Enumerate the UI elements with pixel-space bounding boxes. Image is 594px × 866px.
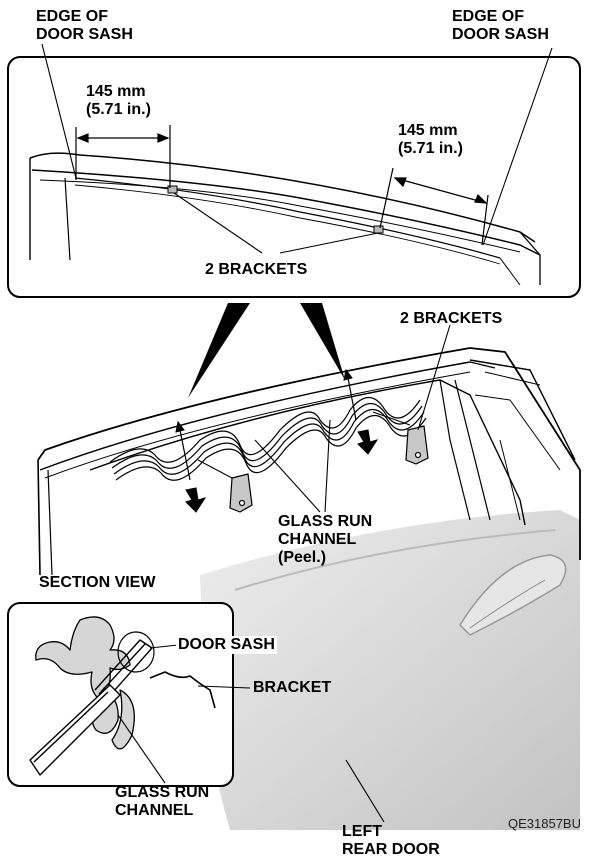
- label-dimension-right: 145 mm(5.71 in.): [398, 122, 463, 157]
- door-body: [200, 510, 580, 830]
- label-bracket: BRACKET: [253, 679, 332, 696]
- door-frame: [37, 347, 581, 576]
- glass-run-channel-peel: [109, 396, 427, 481]
- label-section-view: SECTION VIEW: [39, 574, 156, 591]
- figure-code: QE31857BU: [508, 816, 581, 831]
- label-2-brackets-detail: 2 BRACKETS: [205, 261, 308, 278]
- door-leader: [345, 759, 385, 823]
- label-2-brackets-main: 2 BRACKETS: [400, 310, 503, 327]
- label-door-sash: DOOR SASH: [176, 636, 277, 654]
- install-arrows: [175, 368, 411, 513]
- magnifier-pointers: [188, 303, 345, 398]
- grc-leaders: [254, 324, 451, 513]
- door-handle: [459, 554, 567, 636]
- bracket-parts: [229, 425, 429, 513]
- section-view-box: [7, 602, 251, 787]
- edge-leaders: [41, 43, 553, 246]
- detail-view-box: [7, 56, 581, 298]
- label-dimension-left: 145 mm(5.71 in.): [86, 83, 151, 118]
